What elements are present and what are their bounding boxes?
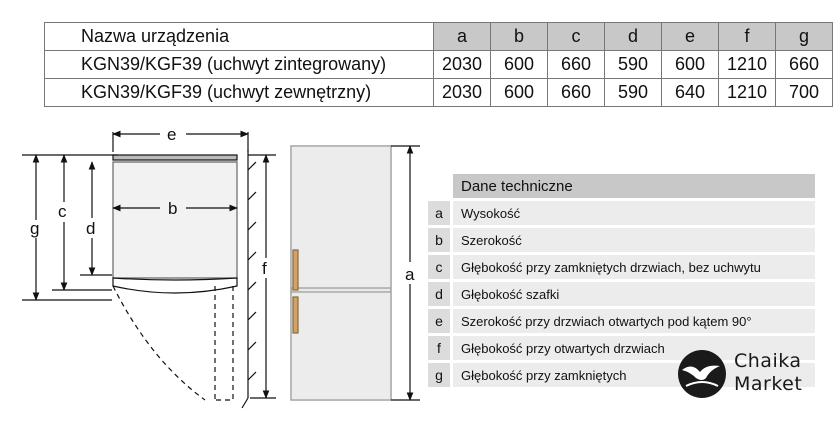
list-item: c Głębokość przy zamkniętych drzwiach, b… [428, 253, 815, 282]
legend-letter: e [428, 307, 453, 336]
legend-text: Głębokość szafki [451, 280, 815, 309]
header-col-a: a [433, 22, 491, 51]
label-d: d [86, 219, 95, 238]
brand-logo: Chaika Market [676, 348, 826, 402]
legend-header: Dane techniczne [428, 174, 815, 201]
table-cell: 1210 [718, 78, 776, 107]
table-cell: 1210 [718, 50, 776, 79]
label-c: c [58, 202, 67, 221]
legend-letter: c [428, 253, 453, 282]
table-cell: 700 [775, 78, 833, 107]
legend-text: Głębokość przy zamkniętych drzwiach, bez… [451, 253, 815, 282]
table-cell: 660 [775, 50, 833, 79]
table-row: KGN39/KGF39 (uchwyt zewnętrzny) 2030 600… [44, 78, 833, 107]
fridge-top-view [112, 161, 238, 279]
brand-line-2: Market [734, 373, 803, 395]
brand-line-1: Chaika [734, 350, 802, 372]
table-cell: 600 [490, 78, 548, 107]
label-e: e [167, 125, 176, 144]
legend-title: Dane techniczne [451, 174, 815, 201]
header-col-e: e [661, 22, 719, 51]
header-col-c: c [547, 22, 605, 51]
legend-text: Głębokość przy otwartych drzwiach [451, 334, 815, 363]
label-b: b [168, 199, 177, 218]
label-f: f [262, 259, 267, 278]
header-col-f: f [718, 22, 776, 51]
wall-shape [241, 150, 257, 409]
legend-text: Głębokość przy zamkniętych [451, 361, 815, 390]
table-cell: 2030 [433, 50, 491, 79]
legend-text: Szerokość przy drzwiach otwartych pod ką… [451, 307, 815, 336]
legend-letter: d [428, 280, 453, 309]
door-swing-arc [112, 285, 206, 401]
header-col-g: g [775, 22, 833, 51]
table-cell: 590 [604, 50, 662, 79]
header-col-d: d [604, 22, 662, 51]
legend-letter: g [428, 361, 453, 390]
list-item: f Głębokość przy otwartych drzwiach [428, 334, 815, 363]
row-device-name: KGN39/KGF39 (uchwyt zewnętrzny) [44, 78, 434, 107]
legend-text: Szerokość [451, 226, 815, 255]
label-a: a [405, 265, 415, 284]
table-cell: 640 [661, 78, 719, 107]
technical-data-legend: Dane techniczne a Wysokość b Szerokość c… [428, 174, 815, 390]
row-device-name: KGN39/KGF39 (uchwyt zintegrowany) [44, 50, 434, 79]
door-open-outline [214, 286, 234, 401]
header-device-name: Nazwa urządzenia [44, 22, 434, 51]
dimensions-table-header: Nazwa urządzenia a b c d e f g [44, 22, 833, 51]
legend-letter: a [428, 199, 453, 228]
table-cell: 590 [604, 78, 662, 107]
fridge-door-closed [112, 277, 238, 294]
label-g: g [30, 219, 39, 238]
dimensions-table: Nazwa urządzenia a b c d e f g KGN39/KGF… [44, 22, 833, 107]
list-item: e Szerokość przy drzwiach otwartych pod … [428, 307, 815, 336]
table-cell: 600 [490, 50, 548, 79]
fridge-top-strip [112, 154, 238, 161]
table-cell: 660 [547, 78, 605, 107]
brand-name: Chaika Market [734, 350, 802, 396]
table-cell: 2030 [433, 78, 491, 107]
list-item: b Szerokość [428, 226, 815, 255]
fridge-dimension-drawing: e b g c d f a [22, 125, 420, 409]
table-cell: 660 [547, 50, 605, 79]
table-row: KGN39/KGF39 (uchwyt zintegrowany) 2030 6… [44, 50, 833, 79]
seagull-logo-icon [678, 350, 726, 398]
fridge-side-view [290, 145, 392, 401]
list-item: d Głębokość szafki [428, 280, 815, 309]
list-item: a Wysokość [428, 199, 815, 228]
table-cell: 600 [661, 50, 719, 79]
legend-letter: f [428, 334, 453, 363]
header-col-b: b [490, 22, 548, 51]
legend-letter: b [428, 226, 453, 255]
list-item: g Głębokość przy zamkniętych [428, 361, 815, 390]
legend-text: Wysokość [451, 199, 815, 228]
